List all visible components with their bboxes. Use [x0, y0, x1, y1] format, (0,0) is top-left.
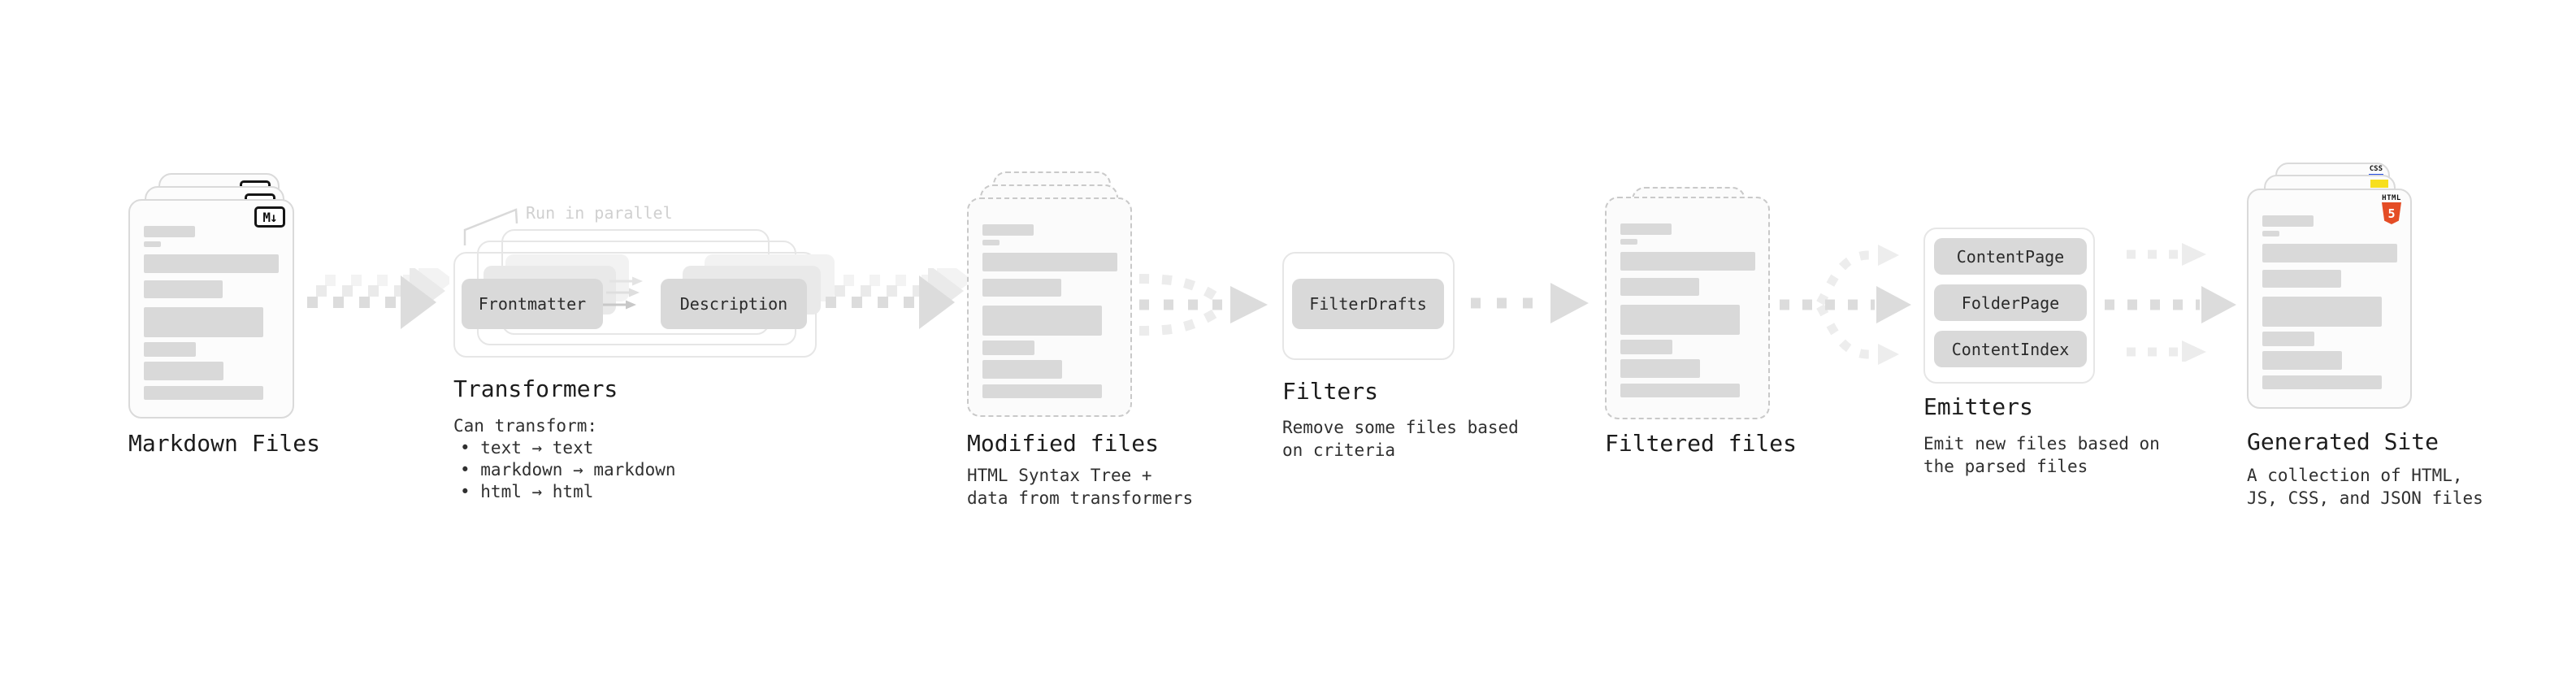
arrow-modified-to-filters — [1138, 274, 1268, 336]
transformers-bullet: • html → html — [460, 482, 594, 501]
transformer-node-frontmatter: Frontmatter — [462, 279, 603, 329]
modified-file-card — [967, 197, 1132, 417]
stage-label-modified-files: Modified files — [967, 430, 1160, 457]
transformers-bullet-list: • text → text • markdown → markdown • html… — [460, 437, 676, 503]
filtered-file-card — [1605, 197, 1770, 419]
stage-label-emitters: Emitters — [1923, 393, 2033, 420]
emitters-description: Emit new files based on the parsed files — [1923, 434, 2160, 476]
filter-node-filterdrafts: FilterDrafts — [1292, 279, 1444, 329]
emitter-node-contentpage: ContentPage — [1934, 238, 2087, 275]
arrow-filters-to-filtered — [1471, 283, 1589, 323]
transformers-bullet: • markdown → markdown — [460, 460, 676, 479]
markdown-icon: M↓ — [254, 206, 285, 228]
filters-group — [1282, 252, 1455, 360]
filters-description: Remove some files based on criteria — [1282, 418, 1519, 460]
file-content-placeholder — [130, 201, 293, 417]
stage-label-filters: Filters — [1282, 378, 1379, 405]
file-content-placeholder — [1607, 198, 1768, 418]
file-content-placeholder — [2249, 190, 2410, 407]
javascript-icon — [2370, 180, 2388, 188]
emitters-group — [1923, 228, 2095, 384]
annotation-leader-line — [463, 208, 518, 245]
html5-icon: HTML 5 — [2381, 195, 2402, 224]
arrow-filtered-to-emitters — [1780, 245, 1911, 365]
stage-label-transformers: Transformers — [453, 375, 618, 402]
run-in-parallel-annotation: Run in parallel — [526, 203, 673, 223]
markdown-file-card: M↓ — [128, 199, 294, 419]
modified-files-description: HTML Syntax Tree + data from transformer… — [967, 466, 1194, 508]
emitter-node-contentindex: ContentIndex — [1934, 331, 2087, 367]
emitter-node-folderpage: FolderPage — [1934, 284, 2087, 321]
stage-label-generated-site: Generated Site — [2247, 428, 2439, 455]
arrow-transformers-to-modified — [826, 268, 968, 329]
file-content-placeholder — [969, 199, 1130, 415]
arrows-emitters-to-site — [2105, 243, 2236, 362]
transformer-node-description: Description — [661, 279, 807, 329]
stage-label-markdown-files: Markdown Files — [128, 430, 321, 457]
site-file-card: HTML 5 — [2247, 189, 2412, 409]
arrows-frontmatter-to-description — [603, 276, 643, 310]
stage-label-filtered-files: Filtered files — [1605, 430, 1798, 457]
transformers-bullet: • text → text — [460, 438, 594, 458]
generated-site-description: A collection of HTML, JS, CSS, and JSON … — [2247, 466, 2483, 508]
transformers-description-title: Can transform: — [453, 416, 598, 436]
arrow-markdown-to-transformers — [307, 268, 449, 329]
